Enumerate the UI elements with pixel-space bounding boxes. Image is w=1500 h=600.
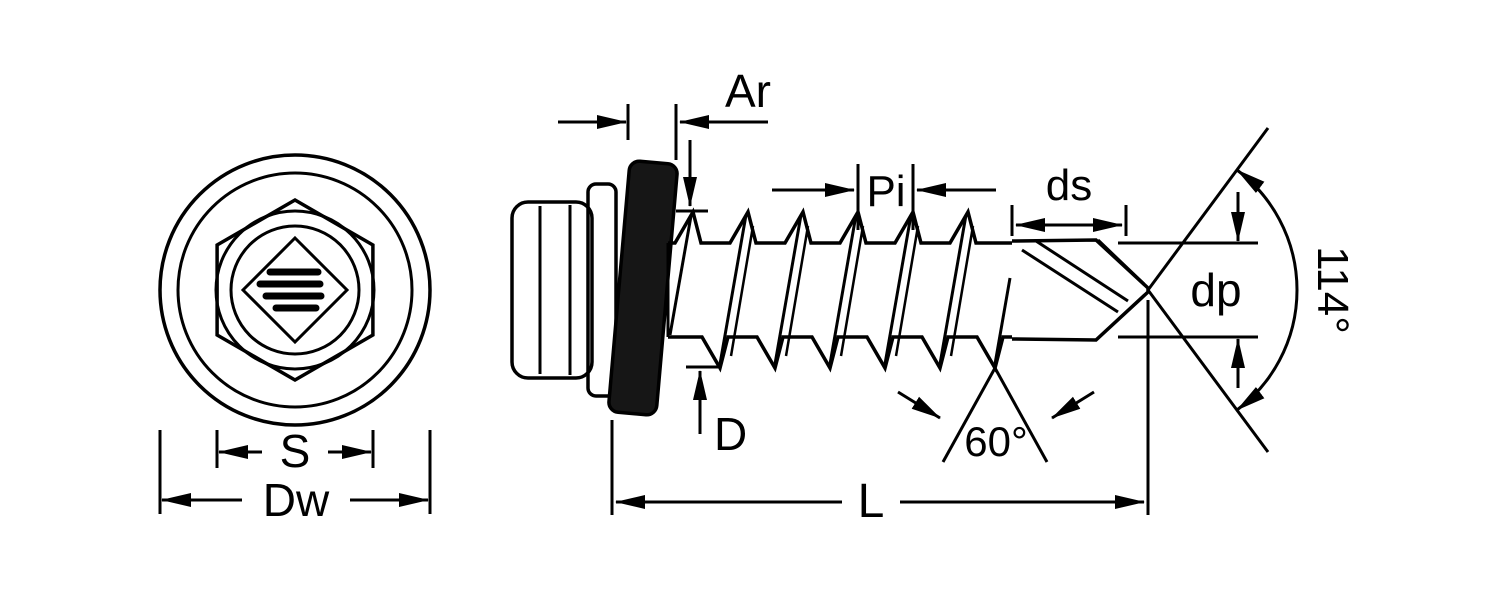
label-thread-diameter: D: [714, 408, 747, 460]
washer-inner-circle: [176, 171, 414, 409]
label-across-flats: S: [280, 425, 311, 477]
label-thread-angle: 60°: [964, 418, 1028, 465]
dimension-across-flats: [215, 430, 375, 468]
thread-angle-arrow-right: [1051, 390, 1095, 420]
head-center-circle: [229, 224, 361, 356]
thread-angle-line-right: [993, 367, 1049, 463]
side-view-screw: [510, 159, 1150, 417]
thread-angle-arrow-left: [897, 390, 941, 420]
label-washer-thickness: Ar: [725, 65, 771, 117]
dimension-washer-thickness: [558, 104, 768, 160]
dimension-thread-angle: [897, 367, 1095, 463]
label-point-angle: 114°: [1308, 246, 1357, 334]
flange-washer: [586, 182, 618, 398]
point-angle-line-lower: [1146, 289, 1270, 453]
label-drill-point-diameter: dp: [1190, 264, 1241, 316]
dimension-length: [610, 300, 1150, 515]
point-angle-arc: [1236, 168, 1299, 412]
dimension-drill-shank: [1010, 205, 1128, 236]
dimension-point-angle: [1146, 127, 1299, 453]
thread-helix-lines: [668, 214, 1012, 365]
hex-head-outline: [215, 197, 375, 383]
thread-angle-line-left: [941, 367, 997, 463]
thread-top-outline: [668, 207, 1012, 245]
dimension-thread-pitch: [772, 164, 996, 230]
point-angle-line-upper: [1146, 127, 1270, 291]
head-inscribed-circle: [214, 209, 376, 371]
label-drill-shank-diameter: ds: [1046, 161, 1092, 210]
label-washer-diameter: Dw: [263, 474, 330, 526]
washer-outer-circle: [158, 153, 432, 427]
label-length: L: [858, 475, 885, 528]
thread-helix-companion-lines: [729, 225, 975, 357]
drill-point-flutes: [1021, 238, 1146, 314]
front-view-head: [158, 153, 432, 427]
brand-diamond: [240, 235, 350, 345]
dimension-washer-diameter: [158, 430, 432, 514]
thread-bottom-outline: [668, 335, 1012, 373]
hex-head-side: [510, 200, 594, 380]
brand-mark: [256, 268, 325, 312]
label-thread-pitch: Pi: [866, 167, 905, 216]
dimension-thread-diameter: [676, 140, 718, 434]
